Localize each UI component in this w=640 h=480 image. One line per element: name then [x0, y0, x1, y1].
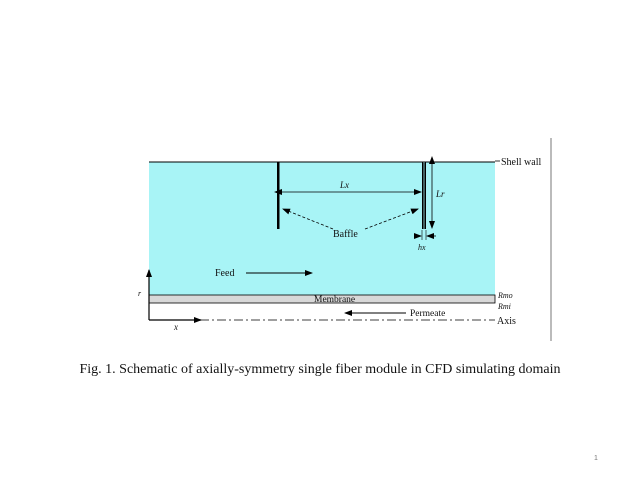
rmi-label: Rmi [497, 302, 511, 311]
baffle-leader-right [364, 208, 419, 230]
page-number: 1 [594, 455, 598, 462]
baffle-left [277, 162, 280, 229]
hx-label: hx [418, 243, 426, 252]
feed-label: Feed [215, 268, 234, 279]
shell-wall-label: Shell wall [501, 157, 541, 168]
rmo-label: Rmo [497, 291, 513, 300]
baffle-label: Baffle [333, 229, 358, 240]
permeate-label: Permeate [410, 309, 445, 319]
baffle-leader-left [282, 208, 334, 230]
lx-label: Lx [339, 180, 349, 190]
x-axis-label: x [173, 322, 178, 332]
feed-region [149, 162, 495, 295]
r-axis-label: r [138, 289, 142, 298]
lr-label: Lr [435, 189, 445, 199]
figure-caption: Fig. 1. Schematic of axially-symmetry si… [79, 362, 561, 377]
membrane-label: Membrane [314, 295, 355, 305]
axis-label: Axis [497, 316, 516, 327]
